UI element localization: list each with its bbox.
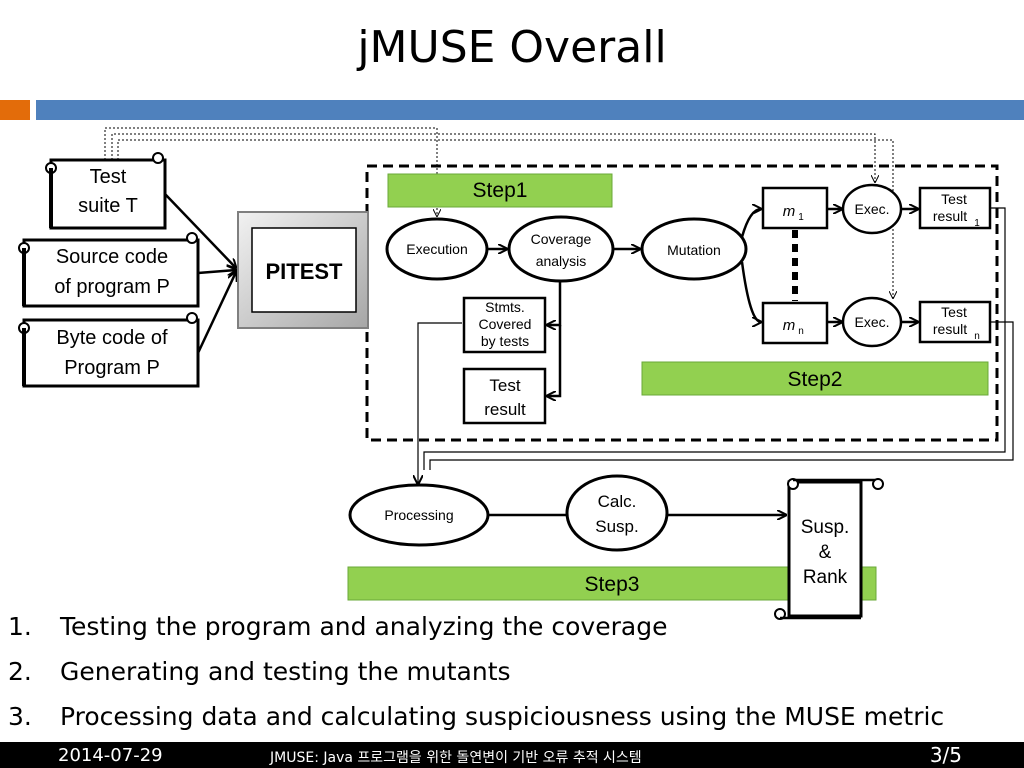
list-item-text: Testing the program and analyzing the co… [60,612,668,641]
mutation-node: Mutation [640,217,748,281]
test-resultn-box: Test result n [918,300,992,344]
m1-label: m [783,203,796,220]
test-result-line2: result [484,400,526,419]
source-code-line2: of program P [54,276,170,298]
test-result-box: Test result [462,367,547,425]
execution-node: Execution [385,217,489,281]
stmts-covered-line2: Covered [479,316,532,332]
byte-code-line1: Byte code of [56,327,168,349]
calc-susp-node: Calc. Susp. [565,474,669,552]
execn-label: Exec. [854,314,889,330]
step2-bar: Step2 [641,361,989,396]
stmts-covered-line1: Stmts. [485,299,525,315]
step1-label: Step1 [473,179,528,202]
list-item-number: 1. [8,612,32,641]
source-code-scroll: Source code of program P [18,232,200,308]
step1-bar: Step1 [387,173,613,208]
execn-node: Exec. [841,296,903,348]
test-result1-subscript: 1 [974,218,980,229]
workflow-diagram: Step1 Step2 Step3 Test suite T Source co… [18,127,1014,620]
processing-label: Processing [384,507,453,523]
calc-susp-line1: Calc. [598,492,637,511]
susp-rank-scroll: Susp. & Rank [774,478,884,620]
list-item-number: 3. [8,702,32,731]
calc-susp-line2: Susp. [595,517,638,536]
pitest-label: PITEST [265,259,343,284]
exec1-node: Exec. [841,183,903,235]
exec1-label: Exec. [854,201,889,217]
page-number: 3/5 [929,743,962,767]
execution-label: Execution [406,241,467,257]
test-result1-line1: Test [941,191,967,207]
test-resultn-subscript: n [974,331,980,342]
test-result1-box: Test result 1 [918,186,992,230]
mutant-mn-box: m n [761,301,829,345]
title-accent-orange [0,100,30,120]
footer-subtitle: JMUSE: Java 프로그램을 위한 돌연변이 기반 오류 추적 시스템 [270,750,642,766]
susp-rank-line2: & [819,542,832,563]
input-arrows [164,193,236,354]
processing-node: Processing [348,483,490,547]
coverage-analysis-node: Coverage analysis [507,215,615,283]
mn-label: m [783,317,796,334]
susp-rank-line3: Rank [803,567,848,588]
list-item-text: Generating and testing the mutants [60,657,511,686]
step-description-list: 1. Testing the program and analyzing the … [8,612,944,747]
coverage-analysis-line1: Coverage [531,231,592,247]
title-accent-blue [36,100,1024,120]
test-suite-line2: suite T [78,195,138,217]
byte-code-scroll: Byte code of Program P [18,312,200,388]
test-resultn-line1: Test [941,304,967,320]
coverage-analysis-line2: analysis [536,253,587,269]
list-item: 2. Generating and testing the mutants [8,657,944,702]
mutation-label: Mutation [667,242,721,258]
mutant-m1-box: m 1 [761,186,829,230]
source-code-line1: Source code [56,246,168,268]
results-to-processing-lines [418,207,1014,484]
stmts-covered-box: Stmts. Covered by tests [462,296,547,354]
test-suite-scroll: Test suite T [45,152,167,230]
test-result-line1: Test [489,376,520,395]
test-result1-line2: result [933,208,967,224]
list-item-text: Processing data and calculating suspicio… [60,702,945,731]
step1-arrows [487,249,640,396]
susp-rank-line1: Susp. [801,517,850,538]
mn-subscript: n [798,326,804,337]
step2-label: Step2 [788,368,843,391]
list-item: 1. Testing the program and analyzing the … [8,612,944,657]
test-resultn-line2: result [933,321,967,337]
step2-arrows [740,209,918,322]
list-item-number: 2. [8,657,32,686]
test-suite-line1: Test [90,166,127,188]
slide-footer: 2014-07-29 JMUSE: Java 프로그램을 위한 돌연변이 기반 … [0,742,1024,768]
list-item: 3. Processing data and calculating suspic… [8,702,944,747]
slide-title: jMUSE Overall [357,22,667,73]
footer-date: 2014-07-29 [58,745,163,766]
step3-label: Step3 [585,573,640,596]
pitest-box: PITEST [237,211,369,329]
byte-code-line2: Program P [64,357,160,379]
m1-subscript: 1 [798,212,804,223]
stmts-covered-line3: by tests [481,333,529,349]
